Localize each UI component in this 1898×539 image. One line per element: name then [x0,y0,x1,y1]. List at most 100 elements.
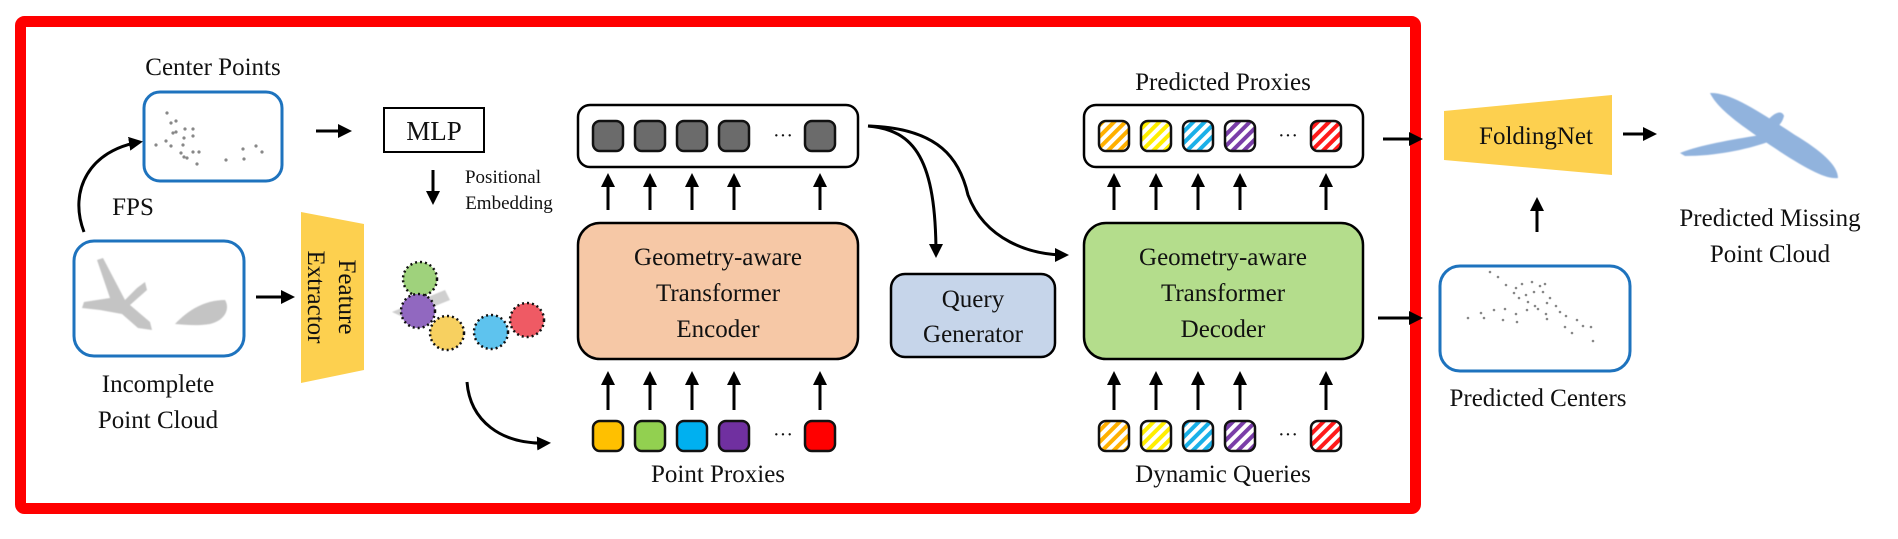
encoder-token [675,119,709,153]
incomplete-label-line2: Point Cloud [98,407,219,434]
encoder-line3: Encoder [676,316,760,343]
feature-extractor-block [301,212,364,383]
highlight-border [15,16,1421,514]
center-points-box [142,90,284,183]
scatter-dot [242,157,246,161]
predicted-centers-scatter [1466,270,1595,343]
scatter-dot [1520,282,1524,286]
scatter-dot [1548,296,1552,300]
scatter-dot [154,143,158,147]
decoder-line1: Geometry-aware [1139,244,1307,271]
transformer-encoder-box [576,221,860,361]
scatter-dot [181,143,185,147]
point-cluster-group [392,260,546,352]
scatter-dot [179,151,183,155]
mlp-box [383,107,485,153]
predicted-proxy-token [1097,119,1131,153]
scatter-dot [1524,293,1528,297]
predicted-proxies-ellipsis: ··· [1278,125,1298,147]
predicted-proxy-token [1181,119,1215,153]
scatter-dot [1554,304,1558,308]
feature-extractor-label-line2: Extractor [302,250,329,344]
scatter-dot [260,150,264,154]
encoder-token [633,119,667,153]
point-cluster-circle [399,292,437,330]
arrow-to-point-proxies [465,381,551,451]
scatter-dot [1581,324,1585,328]
scatter-dot [224,158,228,162]
encoder-token-ellipsis: ··· [773,125,793,147]
dynamic-query-token [1223,419,1257,453]
scatter-dot [1558,310,1562,314]
scatter-dot [1541,290,1545,294]
scatter-dot [174,130,178,134]
scatter-dot [1492,308,1496,312]
center-points-scatter [154,111,264,166]
incomplete-cloud-image [82,258,228,330]
center-points-label: Center Points [145,54,280,81]
scatter-dot [1564,314,1568,318]
point-cluster-circle [472,313,510,351]
scatter-dot [174,119,178,123]
scatter-dot [1575,318,1579,322]
scatter-dot [1530,280,1534,284]
foldingnet-block [1444,95,1612,175]
predicted-missing-cloud-image [1680,92,1838,179]
dynamic-queries-label: Dynamic Queries [1135,461,1311,488]
foldingnet-label: FoldingNet [1479,123,1593,150]
point-proxy-token [803,419,837,453]
query-generator-line1: Query [942,286,1005,313]
predicted-missing-line2: Point Cloud [1710,241,1831,268]
scatter-dot [1545,317,1549,321]
scatter-dot [1466,316,1470,320]
scatter-dot [1512,291,1516,295]
scatter-dot [1504,283,1508,287]
scatter-dot [1479,311,1483,315]
positional-embedding-line2: Embedding [465,193,553,214]
fps-arrow [77,136,143,233]
predicted-centers-box [1438,264,1632,373]
scatter-dot [1482,316,1486,320]
scatter-dot [1545,301,1549,305]
scatter-dot [1591,339,1595,343]
predicted-centers-label: Predicted Centers [1449,385,1626,412]
scatter-dot [185,156,189,160]
scatter-dot [1514,286,1518,290]
predicted-proxies-label: Predicted Proxies [1135,69,1311,96]
scatter-dot [1517,296,1521,300]
scatter-dot [1526,300,1530,304]
scatter-dot [1589,325,1593,329]
scatter-dot [1536,307,1540,311]
scatter-dot [164,139,168,143]
scatter-dot [1514,312,1518,316]
point-proxy-token [633,419,667,453]
encoder-line1: Geometry-aware [634,244,802,271]
scatter-dot [1532,290,1536,294]
dynamic-query-token [1097,419,1131,453]
scatter-dot [1496,275,1500,279]
transformer-decoder-box [1082,221,1365,361]
point-cluster-circle [508,301,546,339]
point-proxy-token [591,419,625,453]
scatter-dot [1543,282,1547,286]
query-generator-box [889,272,1057,359]
scatter-dot [1533,304,1537,308]
dynamic-query-token [1309,419,1343,453]
point-proxy-token [675,419,709,453]
scatter-dot [197,150,201,154]
feature-extractor-label-line1: Feature [333,260,360,335]
encoder-token [803,119,837,153]
scatter-dot [1544,312,1548,316]
scatter-dot [195,162,199,166]
encoder-line2: Transformer [656,280,781,307]
incomplete-cloud-box [72,239,246,358]
point-cluster-circle [401,260,439,298]
scatter-dot [1525,308,1529,312]
scatter-dot [1563,325,1567,329]
scatter-dot [182,136,186,140]
encoder-token [591,119,625,153]
scatter-dot [183,127,187,131]
scatter-dot [191,127,195,131]
arrow-to-query-generator [867,124,943,258]
